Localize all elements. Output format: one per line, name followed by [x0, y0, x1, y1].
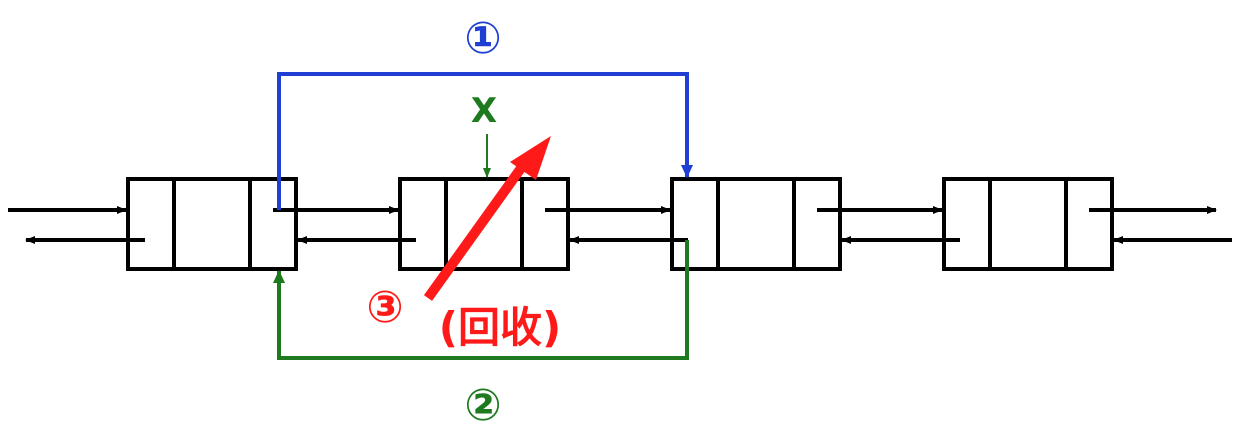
link-arrows	[8, 206, 1232, 244]
step2-label: ②	[464, 380, 501, 431]
step1-relink-path	[277, 72, 693, 210]
recycle-arrow	[423, 136, 551, 301]
x-label: X	[471, 91, 497, 131]
step3-label: ③	[366, 282, 403, 333]
recycle-label: (回收)	[439, 303, 561, 352]
step2-relink-path	[273, 240, 689, 360]
node-1	[126, 177, 298, 271]
node-3	[670, 177, 842, 271]
node-4	[942, 177, 1114, 271]
step1-label: ①	[464, 13, 501, 64]
node-2	[398, 177, 570, 271]
